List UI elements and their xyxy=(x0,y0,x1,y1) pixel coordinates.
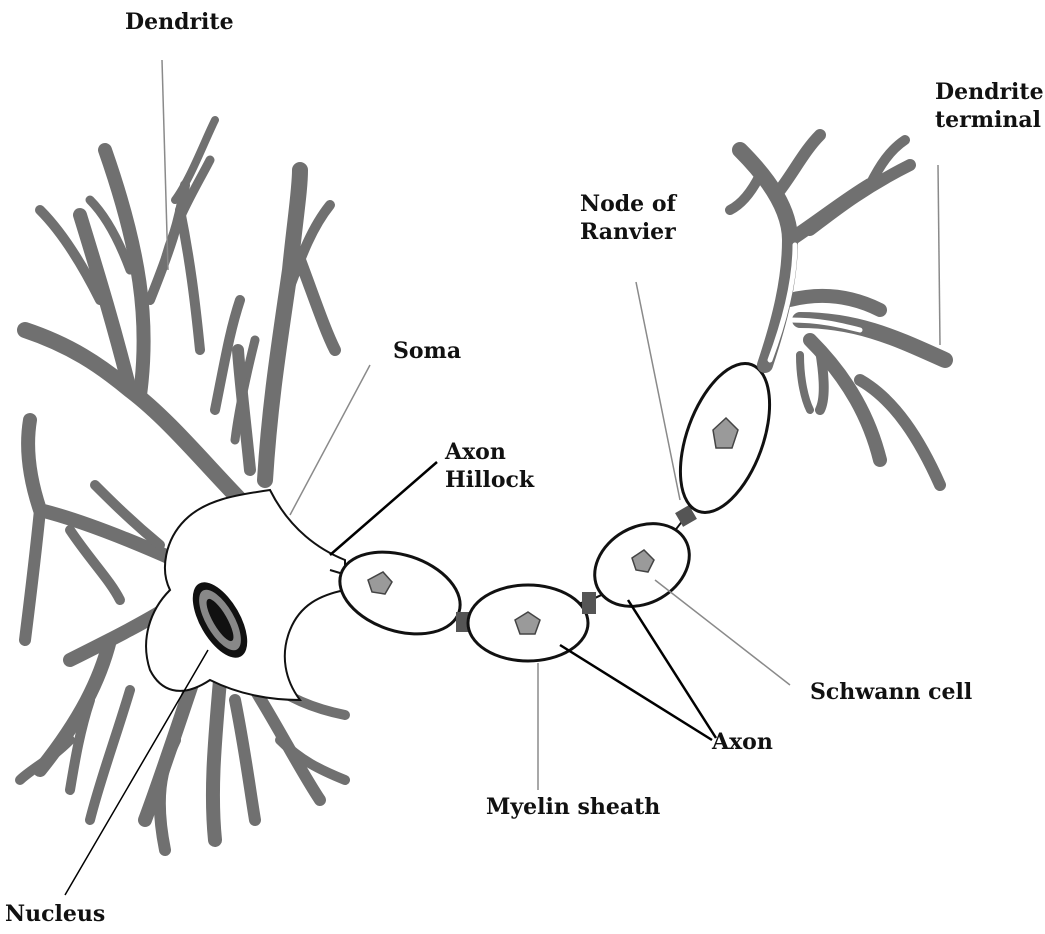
myelin-segment xyxy=(329,538,470,649)
dendrite-branches-left xyxy=(20,120,345,850)
dendrite-terminal-label-line1: Dendrite xyxy=(935,78,1044,106)
axon-label: Axon xyxy=(712,728,773,756)
axon-hillock-label: Axon Hillock xyxy=(445,438,534,494)
axon-pointer-1 xyxy=(560,645,712,740)
axon-pointer-2 xyxy=(628,600,716,738)
soma-body xyxy=(146,490,345,700)
dendrite-label: Dendrite xyxy=(125,8,234,36)
myelin-segment xyxy=(468,585,588,661)
myelin-segment xyxy=(663,352,788,525)
node-of-ranvier-label: Node of Ranvier xyxy=(580,190,676,246)
dendrite-terminal-label: Dendrite terminal xyxy=(935,78,1044,134)
node-of-ranvier-label-line1: Node of xyxy=(580,190,676,218)
axon-hillock-label-line1: Axon xyxy=(445,438,534,466)
axon-hillock-label-line2: Hillock xyxy=(445,466,534,494)
node-of-ranvier-marker xyxy=(582,592,596,614)
myelin-sheath-label: Myelin sheath xyxy=(486,793,660,821)
node-of-ranvier-leader xyxy=(636,282,680,500)
dendrite-terminal-label-line2: terminal xyxy=(935,106,1044,134)
node-of-ranvier-label-line2: Ranvier xyxy=(580,218,676,246)
axon-hillock-pointer xyxy=(330,462,437,555)
schwann-cell-label: Schwann cell xyxy=(810,678,972,706)
schwann-cell-leader xyxy=(655,580,790,685)
soma-leader xyxy=(290,365,370,515)
dendrite-terminal-leader xyxy=(938,165,940,345)
nucleus-label: Nucleus xyxy=(5,900,105,928)
soma-label: Soma xyxy=(393,337,461,365)
dendrite-leader xyxy=(162,60,168,270)
